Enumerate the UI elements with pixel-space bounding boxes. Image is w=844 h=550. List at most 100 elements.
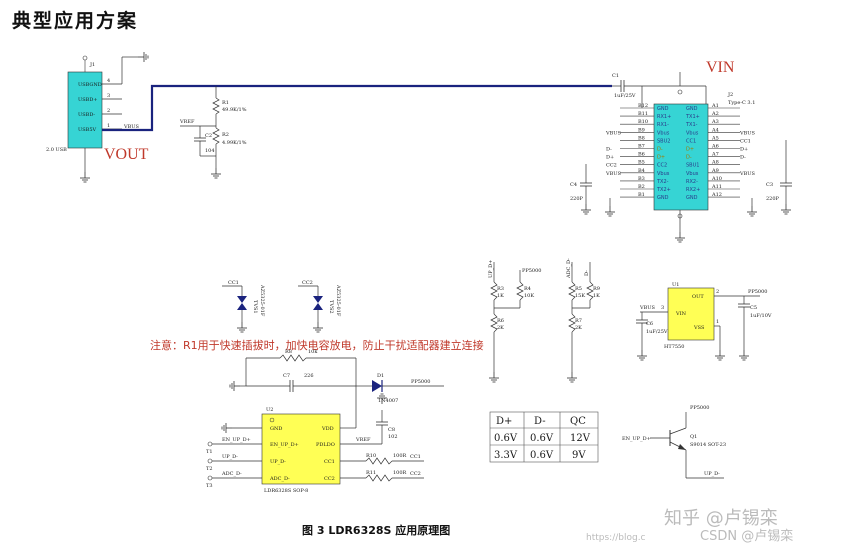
typec-pin-name: Vbus — [657, 130, 670, 136]
typec-pin-name: D- — [686, 155, 692, 161]
qc-table-cell: 12V — [570, 433, 591, 444]
testpoint-label: T1 — [206, 449, 213, 455]
usb-connector-j1: J1 USBGND USBD+ USBD- USB5V 4 3 2 1 2.0 … — [46, 51, 149, 183]
j1-pin-name: USBD- — [78, 112, 95, 118]
qc-voltage-table: D+ D- QC 0.6V 0.6V 12V 3.3V 0.6V 9V — [489, 411, 599, 463]
typec-pin-name: TX2+ — [656, 187, 671, 193]
typec-pin-name: TX1+ — [685, 114, 700, 120]
u1-pin-num: 3 — [661, 305, 664, 311]
u1-pin-name: VSS — [693, 325, 705, 331]
typec-pin-num: A8 — [711, 160, 719, 166]
j1-pin-num: 3 — [107, 93, 110, 99]
c3-value: 220P — [766, 196, 780, 202]
typec-pin-name: GND — [686, 106, 698, 112]
tvs-diode-2: CC2 TVS2 AZ5325-01F — [298, 280, 341, 333]
r5-ref: R5 — [575, 286, 582, 292]
cc2-out-net: CC2 — [410, 471, 421, 477]
c7-ref: C7 — [283, 373, 290, 379]
u2-pin-name: ADC_D- — [269, 476, 290, 482]
r3-value: 1K — [497, 293, 504, 299]
vbus-net-label: VBUS — [123, 124, 139, 130]
typec-pin-num: B4 — [638, 168, 645, 174]
c2-value: 104 — [205, 148, 215, 154]
dminus-divider: ADC_D- R5 15K R7 2K D- R9 1K — [566, 258, 600, 383]
testpoint-label: T3 — [206, 483, 213, 489]
url-watermark: https://blog.c — [586, 533, 646, 543]
typec-pin-num: B5 — [638, 160, 645, 166]
vin-label: VIN — [706, 59, 735, 76]
qc-table-header: D+ — [496, 416, 512, 427]
j1-pin-num: 1 — [107, 123, 110, 129]
vout-label: VOUT — [104, 146, 149, 163]
j1-pin-name: USBD+ — [78, 97, 98, 103]
typec-pin-num: A1 — [711, 103, 719, 109]
u1-out-net: PP5000 — [748, 289, 767, 295]
csdn-watermark: CSDN @卢锡栾 — [700, 528, 793, 544]
u1-pin-num: 2 — [716, 289, 719, 295]
qc-table-header: D- — [534, 416, 546, 427]
typec-pin-name: RX2+ — [686, 187, 700, 193]
r8-ref: R8 — [285, 349, 292, 355]
testpoint-label: T2 — [206, 466, 213, 472]
cc1-out-net: CC1 — [410, 454, 421, 460]
r4-value: 10K — [524, 293, 534, 299]
typec-net-label: VBUS — [605, 130, 621, 136]
voltage-divider: R1 49.9K/1% R2 4.99K/1% VREF C2 104 — [179, 86, 247, 179]
adc-d-label: ADC_D- — [566, 258, 572, 279]
qc-table-header: QC — [570, 416, 586, 427]
u2-pin-name: VDD — [321, 426, 334, 432]
typec-net-label: D+ — [740, 147, 748, 153]
c5-ref: C5 — [750, 305, 757, 311]
u2-pin-name: CC2 — [324, 476, 335, 482]
vref-net-label: VREF — [179, 119, 195, 125]
r9-value: 1K — [593, 293, 600, 299]
u2-pin-name: UP_D- — [270, 459, 286, 465]
vbus-bus-line: VBUS — [102, 84, 612, 132]
typec-net-label: VBUS — [739, 171, 755, 177]
u2-ext-net: EN_UP_D+ — [222, 437, 251, 443]
typec-pin-num: B12 — [638, 103, 648, 109]
tvs2-ref: TVS2 — [328, 300, 334, 314]
feedback-network: R8 10k C7 226 D1 1N4007 PP5000 — [229, 349, 444, 424]
r2-value: 4.99K/1% — [222, 140, 247, 146]
u2-name: LDR6328S SOP-8 — [264, 488, 308, 494]
r11-value: 100R — [393, 470, 407, 476]
c4-value: 220P — [570, 196, 584, 202]
typec-pin-num: B6 — [638, 152, 645, 158]
dplus-divider: UP_D+ R3 1K R6 2K PP5000 R4 10K — [488, 260, 541, 383]
typec-pin-num: B10 — [638, 119, 648, 125]
typec-pin-name: GND — [657, 195, 669, 201]
u2-pin-name: GND — [270, 426, 282, 432]
typec-pin-name: Vbus — [686, 171, 699, 177]
c8-value: 102 — [388, 434, 398, 440]
typec-pin-name: Vbus — [686, 130, 699, 136]
typec-pin-num: A6 — [711, 144, 719, 150]
d1-value: 1N4007 — [378, 398, 398, 404]
u1-pin-name: OUT — [692, 294, 704, 300]
typec-pin-num: B1 — [638, 192, 645, 198]
cc1-net-label: CC1 — [228, 280, 239, 286]
j1-pin-name: USBGND — [78, 82, 102, 88]
typec-pin-num: A12 — [711, 192, 722, 198]
r2-ref: R2 — [222, 132, 229, 138]
typec-pin-name: CC1 — [686, 138, 696, 144]
qc-table-cell: 0.6V — [530, 450, 554, 461]
typec-pin-num: A11 — [711, 184, 722, 190]
typec-net-label: VBUS — [605, 171, 621, 177]
qc-table-cell: 0.6V — [530, 433, 554, 444]
qc-table-cell: 0.6V — [494, 433, 518, 444]
typec-pin-num: A9 — [711, 168, 719, 174]
d1-ref: D1 — [377, 373, 384, 379]
typec-net-label: D- — [740, 155, 746, 161]
qc-table-cell: 9V — [572, 450, 586, 461]
up-d-plus-label: UP_D+ — [488, 260, 494, 278]
typec-pin-name: D- — [657, 147, 663, 153]
c1-ref: C1 — [612, 73, 619, 79]
typec-pin-name: SBU1 — [686, 163, 699, 169]
typec-net-label: CC1 — [740, 138, 751, 144]
u2-pin-name: CC1 — [324, 459, 335, 465]
c7-value: 226 — [304, 373, 314, 379]
